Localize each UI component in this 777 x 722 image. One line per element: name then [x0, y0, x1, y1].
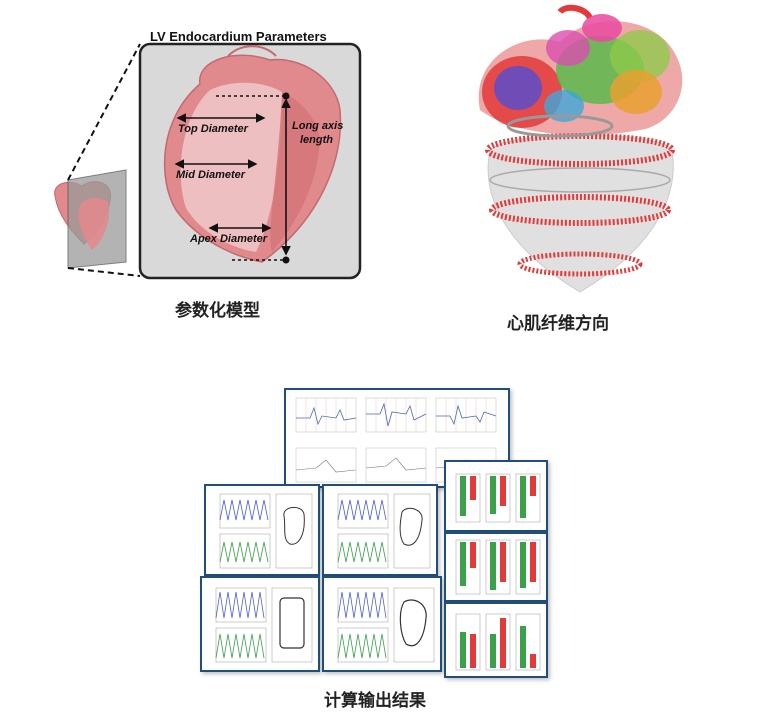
parametric-caption: 参数化模型	[175, 301, 260, 321]
fiber-ring-2	[489, 194, 671, 226]
lv-mechanics-plot-2	[215, 587, 313, 663]
rv-mechanics-plot-2	[337, 587, 435, 663]
mid-diameter-label: Mid Diameter	[176, 169, 246, 181]
long-axis-label: Long axis	[292, 120, 344, 132]
rv-mechanics-window-2	[322, 576, 442, 672]
bar-chart-3	[455, 613, 541, 671]
lv-mechanics-window-2	[200, 576, 320, 672]
rv-mechanics-plot-1	[337, 493, 431, 569]
zoom-line-top	[67, 43, 141, 181]
apex-diameter-label: Apex Diameter	[190, 233, 268, 245]
bar-chart-window-3	[444, 602, 548, 678]
fiber-ring-3	[517, 251, 643, 277]
fiber-heart-graphic	[478, 4, 683, 293]
bar-chart-2	[455, 539, 541, 595]
bar-chart-window-2	[444, 532, 548, 602]
output-caption: 计算输出结果	[324, 691, 426, 711]
lv-mechanics-plot-1	[219, 493, 313, 569]
parametric-title: LV Endocardium Parameters	[150, 29, 327, 44]
fiber-caption: 心肌纤维方向	[507, 314, 609, 334]
zoom-line-bottom	[67, 267, 141, 277]
lv-mechanics-window-1	[204, 484, 320, 576]
parametric-model-graphic	[54, 42, 362, 280]
top-diameter-label: Top Diameter	[178, 123, 248, 135]
bar-chart-window-1	[444, 460, 548, 532]
rv-mechanics-window-1	[322, 484, 438, 576]
bar-chart-1	[455, 473, 541, 523]
long-axis-label-2: length	[300, 134, 333, 146]
